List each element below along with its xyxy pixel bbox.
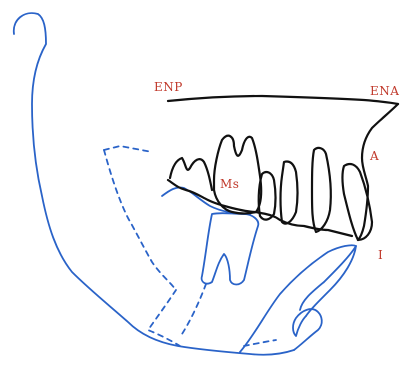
upper-premolar-1 [281, 161, 298, 223]
upper-incisor [343, 164, 373, 240]
palatal-plane [168, 96, 398, 104]
mandible-outline [14, 13, 294, 355]
landmark-labels: ENP ENA A Ms I [154, 80, 399, 262]
label-ena: ENA [370, 84, 399, 98]
mandible-chin-inner [240, 245, 356, 352]
maxilla-tracing [168, 96, 398, 240]
upper-molar-ms [214, 136, 261, 214]
label-a: A [369, 149, 379, 163]
dashed-ramus-top [104, 146, 152, 152]
dashed-ramus-front [104, 150, 176, 290]
lower-molar [202, 213, 259, 284]
label-i: I [378, 248, 383, 262]
dashed-lower [182, 284, 206, 334]
label-ms: Ms [220, 177, 239, 191]
mandible-tracing [14, 13, 356, 355]
anterior-maxilla [358, 104, 398, 240]
label-enp: ENP [154, 80, 183, 94]
mandible-construction-lines [104, 146, 276, 346]
upper-canine [312, 148, 331, 232]
